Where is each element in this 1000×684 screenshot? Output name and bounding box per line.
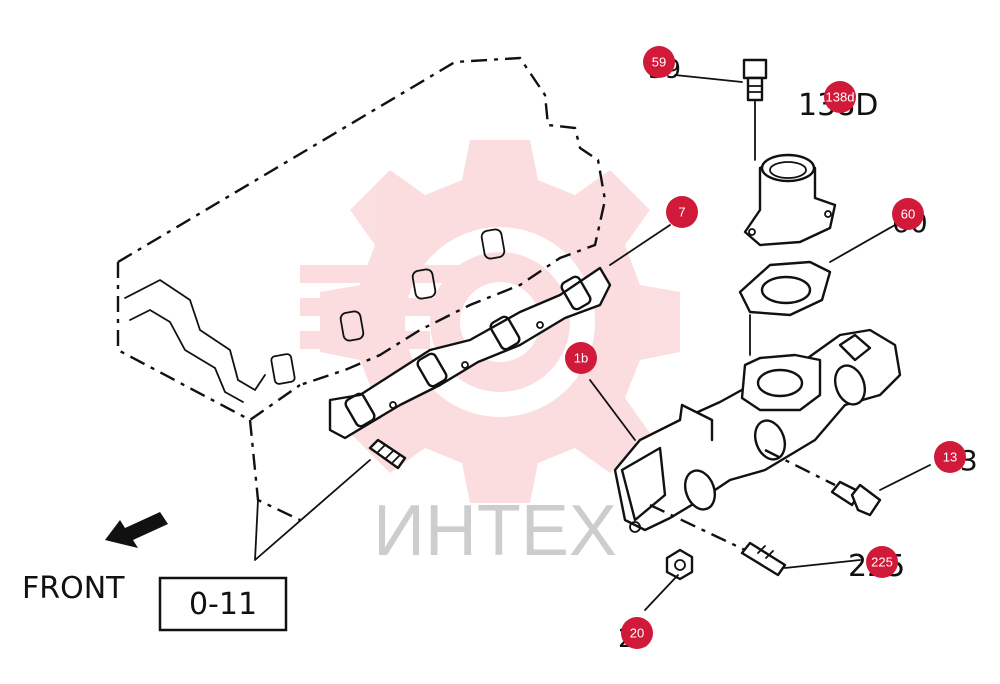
svg-text:13: 13 [943, 450, 957, 465]
stud-left [368, 438, 407, 470]
manifold-gasket [328, 266, 612, 440]
outlet-gasket [738, 260, 832, 317]
leader-lines [254, 74, 931, 611]
svg-text:225: 225 [871, 555, 893, 570]
nut [665, 548, 694, 581]
exhaust-manifold [613, 328, 902, 533]
svg-text:1b: 1b [574, 351, 588, 366]
intex-watermark-logo [300, 140, 680, 503]
callout-225[interactable]: 225 [866, 546, 898, 578]
bolt-top [742, 58, 768, 102]
ref-box-label: 0-11 [189, 587, 257, 622]
svg-text:20: 20 [630, 626, 644, 641]
callout-7[interactable]: 7 [666, 196, 698, 228]
callout-20[interactable]: 20 [621, 617, 653, 649]
front-label: FRONT [22, 571, 125, 606]
svg-text:138d: 138d [826, 90, 855, 105]
callout-59[interactable]: 59 [643, 46, 675, 78]
stud-right [740, 541, 787, 577]
front-arrow-icon [105, 512, 168, 548]
outlet-pipe [743, 153, 837, 247]
cylinder-head [116, 56, 607, 522]
watermark-text: ИНТЕХ [373, 491, 617, 571]
svg-text:7: 7 [678, 205, 685, 220]
callout-1b[interactable]: 1b [565, 342, 597, 374]
svg-text:59: 59 [652, 55, 666, 70]
callout-13[interactable]: 13 [934, 441, 966, 473]
callout-138d[interactable]: 138d [824, 81, 856, 113]
callout-60[interactable]: 60 [892, 198, 924, 230]
ref-box [158, 576, 288, 632]
bolt-right [830, 480, 882, 517]
svg-text:60: 60 [901, 207, 915, 222]
